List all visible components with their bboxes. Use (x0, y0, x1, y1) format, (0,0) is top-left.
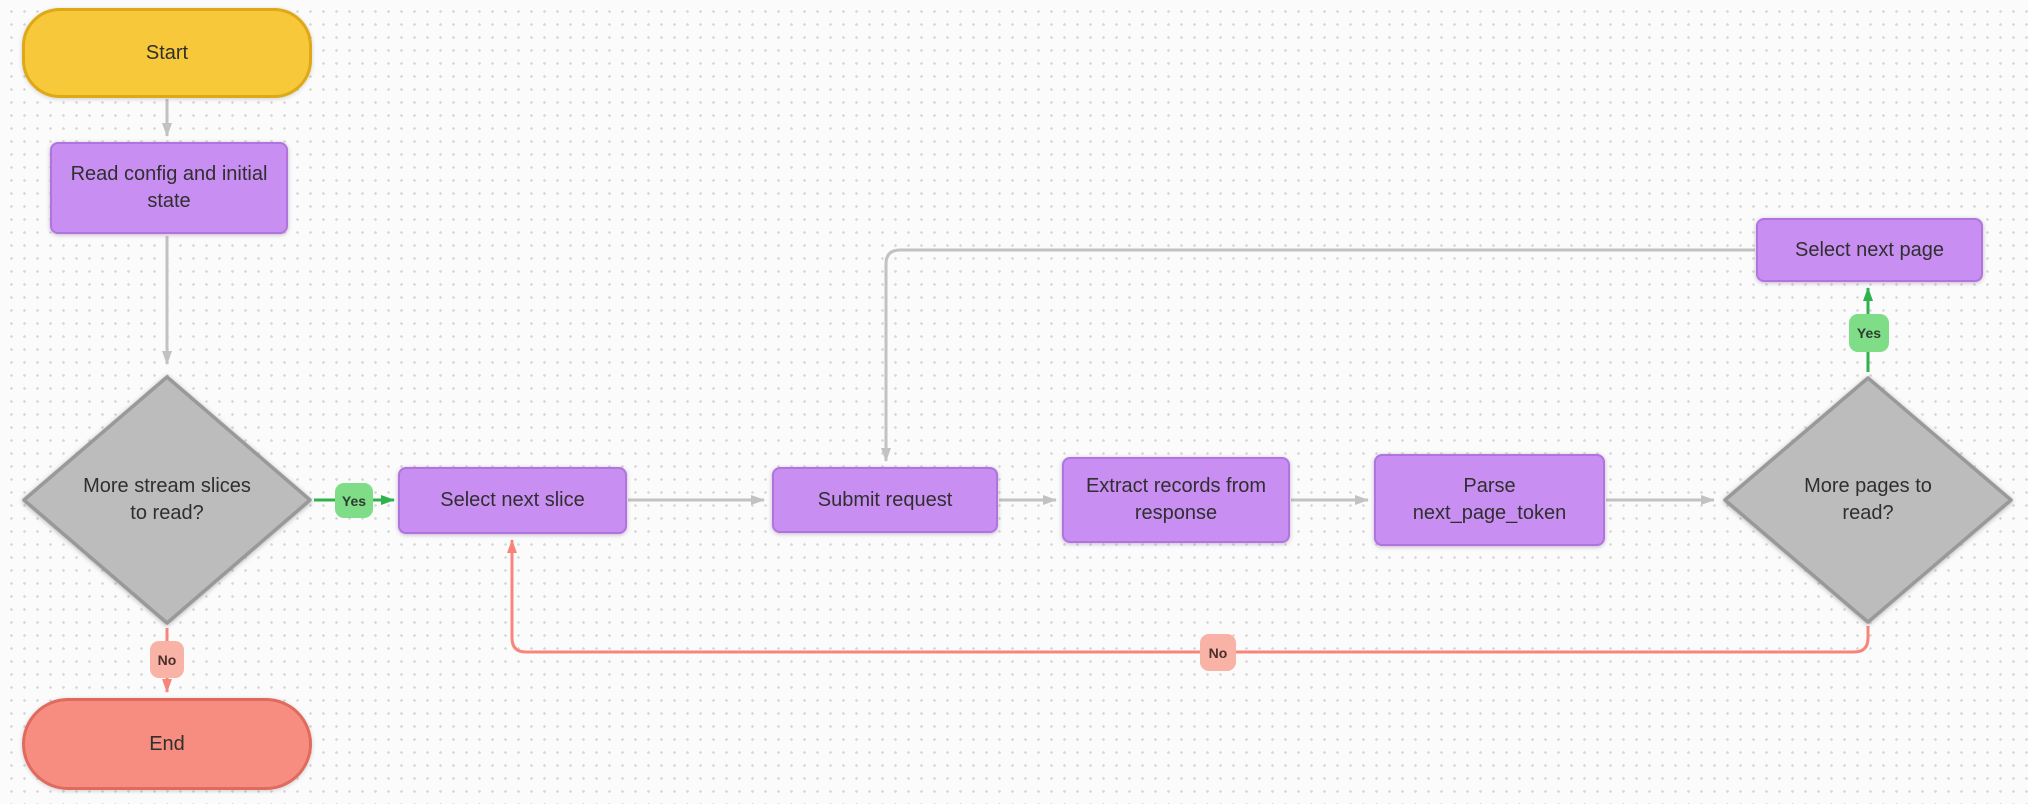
node-extract-records-label: Extract records from response (1085, 475, 1267, 524)
node-more-pages[interactable]: More pages to read? (1721, 374, 2015, 626)
node-start[interactable]: Start (22, 8, 312, 98)
node-select-next-slice-label: Select next slice (440, 489, 585, 511)
node-more-stream-slices-label: More stream slices to read? (83, 475, 251, 524)
decision-diamond-shape (22, 375, 312, 625)
node-end[interactable]: End (22, 698, 312, 790)
node-submit-request[interactable]: Submit request (772, 467, 998, 533)
node-end-label: End (149, 732, 185, 755)
node-select-next-slice[interactable]: Select next slice (398, 467, 627, 534)
edge-more-pages-no-to-select-slice (507, 539, 1870, 654)
node-parse-next-page-token[interactable]: Parse next_page_token (1374, 454, 1605, 546)
node-read-config[interactable]: Read config and initial state (50, 142, 288, 234)
node-submit-request-label: Submit request (817, 488, 953, 511)
node-select-next-page-label: Select next page (1795, 238, 1944, 261)
node-more-pages-label: More pages to read? (1804, 475, 1932, 524)
node-more-stream-slices[interactable]: More stream slices to read? (20, 373, 314, 627)
node-select-next-page[interactable]: Select next page (1756, 218, 1983, 282)
node-parse-next-page-token-label: Parse next_page_token (1412, 475, 1567, 524)
node-start-label: Start (145, 41, 189, 64)
edge-label-pages-no: No (1200, 634, 1236, 671)
edge-label-slices-yes: Yes (335, 483, 373, 518)
node-read-config-label: Read config and initial state (70, 163, 268, 212)
edge-label-slices-no: No (150, 641, 184, 678)
decision-diamond-shape (1723, 376, 2013, 624)
node-extract-records[interactable]: Extract records from response (1062, 457, 1290, 543)
edge-select-page-to-submit-request (881, 248, 1755, 462)
edge-label-pages-yes: Yes (1849, 314, 1889, 352)
